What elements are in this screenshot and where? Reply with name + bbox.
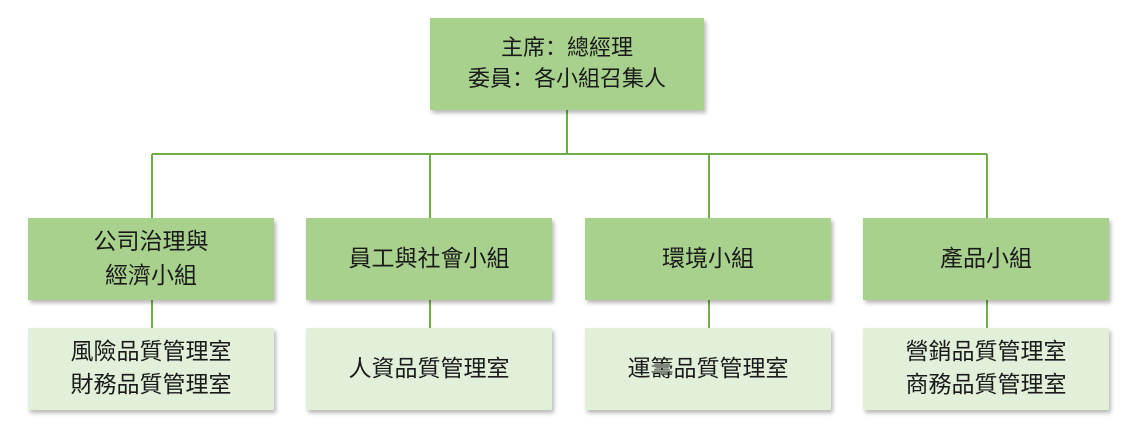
group-label-line: 員工與社會小組 <box>348 246 510 272</box>
group-label-line: 公司治理與 <box>93 229 209 255</box>
group-label-line: 產品小組 <box>940 246 1032 272</box>
office-label-line: 營銷品質管理室 <box>905 339 1067 365</box>
chair-line: 主席：總經理 <box>500 36 633 61</box>
office-label-line: 財務品質管理室 <box>70 372 232 398</box>
office-box-marketing-business: 營銷品質管理室 商務品質管理室 <box>863 328 1109 410</box>
office-label-line: 人資品質管理室 <box>348 355 510 382</box>
group-box-governance-economy: 公司治理與 經濟小組 <box>28 218 274 300</box>
committee-chair-box: 主席：總經理 委員：各小組召集人 <box>430 18 704 110</box>
office-box-hr: 人資品質管理室 <box>306 328 552 410</box>
group-box-environment: 環境小組 <box>585 218 831 300</box>
office-label-line: 風險品質管理室 <box>70 339 232 365</box>
office-label-line: 運籌品質管理室 <box>627 355 789 382</box>
group-label-line: 經濟小組 <box>105 263 197 289</box>
members-line: 委員：各小組召集人 <box>467 67 666 92</box>
group-box-product: 產品小組 <box>863 218 1109 300</box>
office-box-logistics: 運籌品質管理室 <box>585 328 831 410</box>
office-label-line: 商務品質管理室 <box>905 372 1067 398</box>
group-label-line: 環境小組 <box>662 246 754 272</box>
group-box-employee-society: 員工與社會小組 <box>306 218 552 300</box>
office-box-risk-finance: 風險品質管理室 財務品質管理室 <box>28 328 274 410</box>
